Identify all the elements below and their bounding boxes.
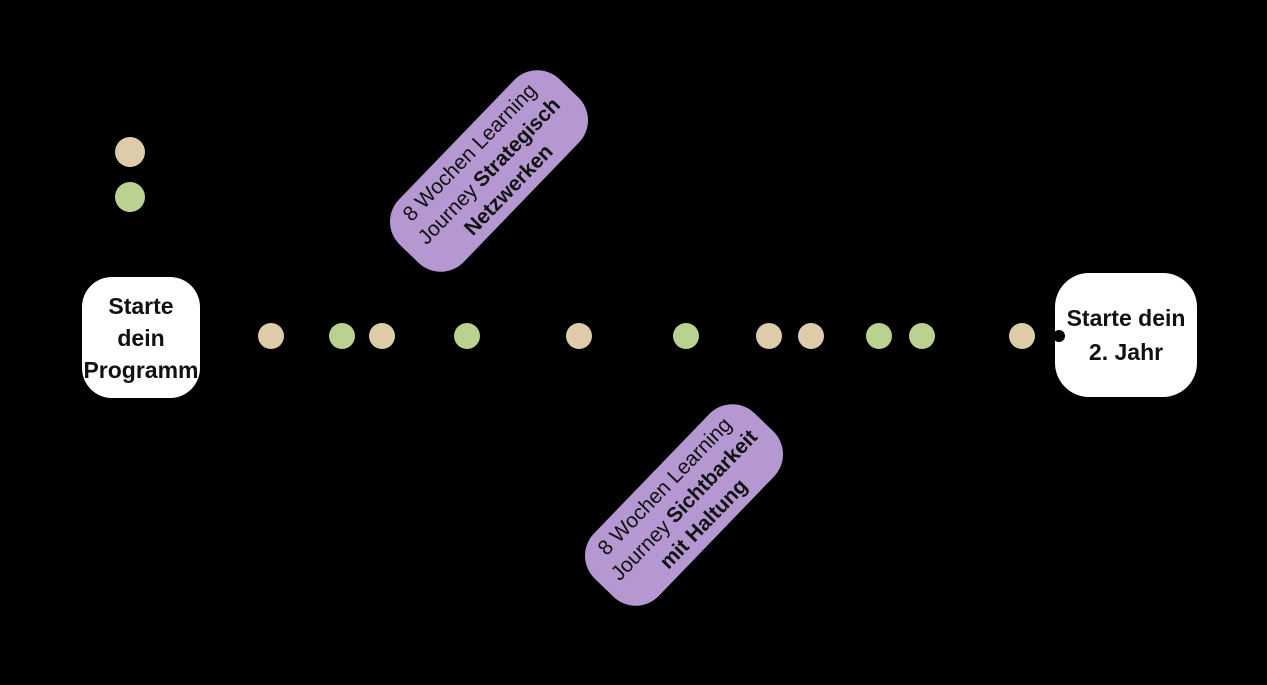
connector-dot (1053, 330, 1065, 342)
timeline-dot (866, 323, 892, 349)
timeline-dot (329, 323, 355, 349)
legend-dot-tan (115, 137, 145, 167)
timeline-dot (798, 323, 824, 349)
timeline-dot (258, 323, 284, 349)
timeline-dot (673, 323, 699, 349)
timeline-dot (369, 323, 395, 349)
start-program-node: Starte dein Programm (82, 277, 200, 398)
start-node-line: Programm (83, 356, 199, 383)
journey-card-strategisch-netzwerken: 8 Wochen Learning Journey Strategisch Ne… (376, 57, 602, 285)
timeline-dot (1009, 323, 1035, 349)
timeline-dot (566, 323, 592, 349)
legend-dot-green (115, 182, 145, 212)
end-node-line: 2. Jahr (1088, 339, 1164, 365)
journey-card-sichtbarkeit-mit-haltung: 8 Wochen Learning Journey Sichtbarkeit m… (571, 391, 797, 619)
second-year-node: Starte dein 2. Jahr (1055, 273, 1197, 397)
timeline-dot (756, 323, 782, 349)
timeline-dot (454, 323, 480, 349)
start-node-line: Starte (108, 292, 174, 319)
timeline-dot (909, 323, 935, 349)
end-node-line: Starte dein (1066, 305, 1186, 331)
start-node-line: dein (117, 324, 165, 351)
